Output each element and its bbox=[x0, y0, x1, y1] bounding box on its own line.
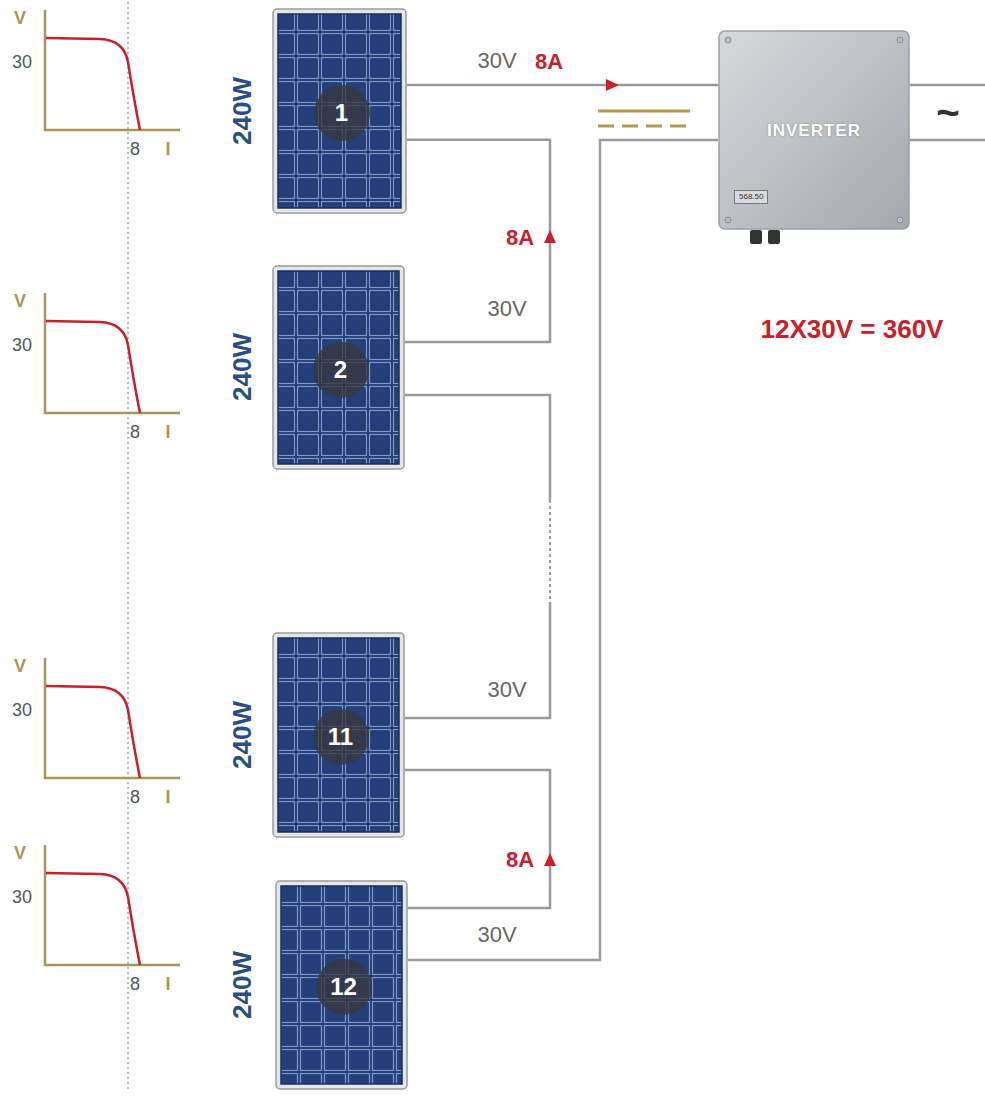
panel-number: 2 bbox=[313, 342, 369, 398]
tick-value: 8 bbox=[130, 423, 140, 441]
axis-label: V bbox=[14, 844, 26, 862]
wire bbox=[408, 140, 718, 960]
wire bbox=[405, 395, 550, 718]
current-label: 8A bbox=[506, 849, 534, 871]
wire-path bbox=[408, 140, 718, 960]
chart-axes bbox=[45, 293, 180, 413]
current-arrow bbox=[544, 230, 556, 243]
wire bbox=[405, 140, 556, 342]
axis-label: V bbox=[14, 657, 26, 675]
panel-number: 12 bbox=[316, 959, 372, 1015]
wire bbox=[407, 79, 718, 91]
power-rating: 240W bbox=[229, 951, 255, 1019]
solar-panel: 11 bbox=[272, 632, 405, 838]
ac-symbol: ~ bbox=[936, 92, 959, 132]
chart-axes bbox=[45, 845, 180, 965]
current-arrow bbox=[606, 79, 619, 91]
axis-label: V bbox=[14, 9, 26, 27]
wire bbox=[405, 770, 556, 908]
tick-value: 30 bbox=[12, 701, 32, 719]
iv-curves bbox=[45, 10, 180, 965]
operating-point-line bbox=[127, 2, 129, 1092]
wire-path bbox=[405, 140, 550, 342]
current-label: 8A bbox=[506, 227, 534, 249]
axis-label: V bbox=[14, 292, 26, 310]
tick-value: 30 bbox=[12, 53, 32, 71]
string-voltage: 12X30V = 360V bbox=[761, 316, 944, 342]
display-reading: 568.50 bbox=[734, 190, 768, 204]
panel-number: 1 bbox=[314, 85, 370, 141]
power-rating: 240W bbox=[229, 77, 255, 145]
tick-value: 30 bbox=[12, 888, 32, 906]
tick-value: 8 bbox=[130, 140, 140, 158]
tick-value: 30 bbox=[12, 336, 32, 354]
current-arrow bbox=[544, 853, 556, 866]
current-label: 8A bbox=[535, 51, 563, 73]
tick-value: 8 bbox=[130, 975, 140, 993]
voltage-label: 30V bbox=[477, 924, 516, 946]
axis-label: I bbox=[165, 788, 170, 806]
inverter-box: INVERTER 568.50 bbox=[718, 30, 910, 230]
panel-number: 11 bbox=[313, 709, 369, 765]
wire-path bbox=[407, 84, 718, 87]
chart-axes bbox=[45, 658, 180, 778]
solar-panel: 1 bbox=[272, 8, 407, 214]
wire-path bbox=[405, 770, 550, 908]
solar-panel: 2 bbox=[272, 265, 405, 470]
power-rating: 240W bbox=[229, 333, 255, 401]
iv-curve bbox=[46, 38, 140, 130]
axis-label: I bbox=[165, 975, 170, 993]
iv-curve bbox=[46, 686, 140, 778]
dc-symbol bbox=[598, 125, 690, 128]
ac-wire bbox=[910, 84, 985, 87]
solar-panel: 12 bbox=[275, 880, 408, 1090]
cable-gland bbox=[768, 230, 780, 244]
iv-curve bbox=[46, 873, 140, 965]
chart-axes bbox=[45, 10, 180, 130]
tick-value: 8 bbox=[130, 788, 140, 806]
ac-wire bbox=[910, 139, 985, 142]
omitted-panels-line bbox=[549, 500, 551, 602]
voltage-label: 30V bbox=[487, 679, 526, 701]
voltage-label: 30V bbox=[487, 298, 526, 320]
axis-label: I bbox=[165, 423, 170, 441]
wire-path bbox=[405, 395, 550, 718]
voltage-label: 30V bbox=[477, 50, 516, 72]
power-rating: 240W bbox=[229, 701, 255, 769]
iv-curve bbox=[46, 321, 140, 413]
cable-gland bbox=[750, 230, 762, 244]
dc-symbol bbox=[598, 110, 690, 113]
axis-label: I bbox=[165, 140, 170, 158]
device-label: INVERTER bbox=[767, 122, 861, 139]
